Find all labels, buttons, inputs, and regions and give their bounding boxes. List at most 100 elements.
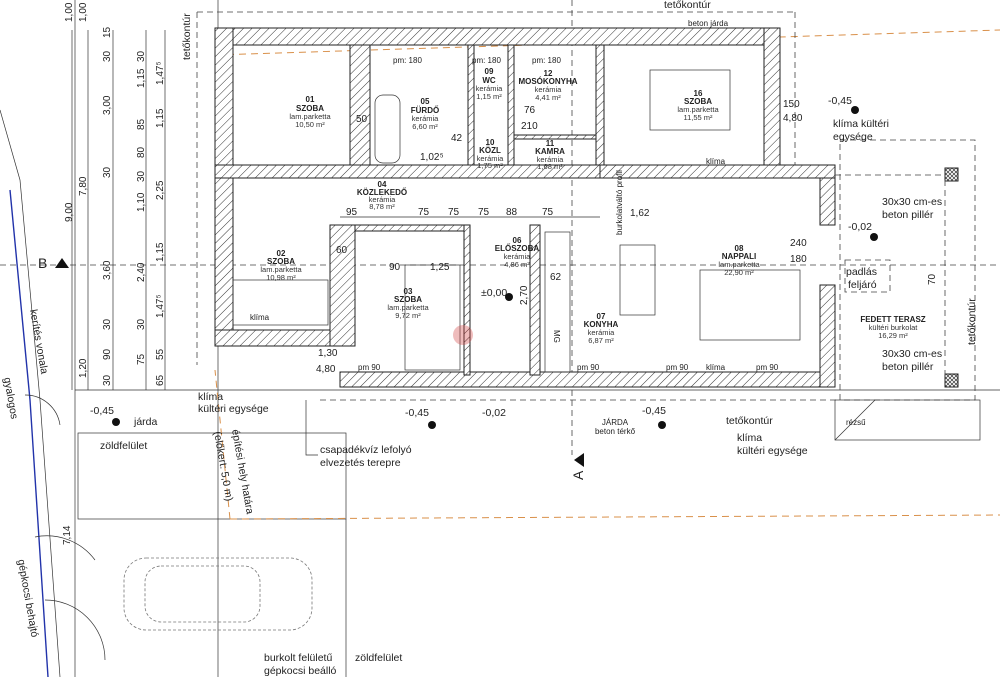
concrete-walk-label: beton járda [688,19,729,28]
roof-outline-label: tetőkontúr [664,0,711,11]
pillar-label: beton pillér [882,209,934,221]
room-07: 07 KONYHA kerámia 6,87 m² [584,312,619,345]
ac-label: klíma [706,157,726,166]
dim-label: 75 [448,207,460,218]
walk-label: beton térkő [595,427,636,436]
mg-label: MG [552,330,561,343]
dim-label: 1,00 [78,2,89,22]
room-name: SZOBA [296,104,324,113]
pillar [944,167,959,182]
room-number: 09 [485,67,494,76]
section-b-arrow [55,258,69,268]
terrace: FEDETT TERASZ kültéri burkolat 16,29 m² [860,315,925,340]
window-label: pm: 180 [393,56,422,65]
parking-label: gépkocsi beálló [264,665,337,677]
level-label: ±0,00 [481,287,507,299]
watermark-logo [453,325,473,345]
walk-label: járda [133,416,158,428]
dim-label: 1,02⁵ [420,152,444,163]
room-name: SZOBA [267,257,295,266]
dim-label: 2,40 [136,262,147,282]
room-area: 4,86 m² [504,260,530,269]
room-05: 05 FÜRDŐ kerámia 6,60 m² [411,97,439,131]
dim-label: 30 [102,318,113,330]
level-marker [505,293,513,301]
section-a-arrow [574,453,584,467]
level-marker [870,233,878,241]
room-floor: kerámia [537,155,565,164]
dim-label: 3,00 [102,95,113,115]
building-limit-line [229,514,1000,520]
ac-unit-label: klíma [198,391,223,403]
wall-top [214,27,781,46]
rainwater-label: csapadékvíz lefolyó [320,444,412,456]
room-area: 10,50 m² [295,120,325,129]
dim-label: 30 [102,374,113,386]
window-label: pm: 180 [472,56,501,65]
dim-label: 30 [136,170,147,182]
fence-label: kerítés vonala [27,308,50,375]
dining-table [619,244,656,316]
dim-label: 75 [136,353,147,365]
room-number: 02 [277,249,286,258]
room-floor: kerámia [477,154,505,163]
roof-outline-label: tetőkontúr [726,415,773,427]
dim-label: 2,70 [519,285,530,305]
level-marker [112,418,120,426]
pillar-label: 30x30 cm-es [882,196,942,208]
room-floor: kerámia [412,114,440,123]
dim-label: 80 [136,146,147,158]
section-a-marker: A [570,470,586,480]
dim-label: 4,80 [783,113,803,124]
room-name: KÖZLEKEDŐ [357,188,407,197]
room-area: 4,41 m² [535,93,561,102]
room-area: 1,68 m² [537,162,563,171]
slope-label: rézsű [846,418,866,427]
room-floor: kerámia [476,84,504,93]
dim-label: 3,60 [102,260,113,280]
walls [214,27,959,388]
room-number: 01 [306,95,315,104]
room-number: 12 [544,69,553,78]
gate-width: 7,14 [62,525,73,545]
sofa [699,269,801,341]
dim-label: 55 [155,348,166,360]
room-floor: lam.parketta [718,260,760,269]
room-09: 09 WC kerámia 1,15 m² [476,67,504,101]
pedestrian-gate [24,394,61,426]
wall-left [214,27,234,347]
dim-label: 90 [389,262,401,273]
dim-label: 1,47⁵ [155,294,166,318]
attic-hatch [844,259,891,293]
kitchen-counter [544,231,571,373]
ac-unit-label: egysége [833,131,873,143]
room-16: 16 SZOBA lam.parketta 11,55 m² [677,89,719,122]
room-floor: lam.parketta [677,105,719,114]
dim-label: 42 [451,133,463,144]
dim-label: 65 [155,374,166,386]
window-label: pm: 180 [532,56,561,65]
dim-label: 75 [478,207,490,218]
room-area: 16,29 m² [878,331,908,340]
dim-label: 150 [783,99,800,110]
room-floor: kültéri burkolat [869,323,919,332]
dimension-lines: 1,00 9,00 1,00 7,80 1,20 15 30 3,00 30 3… [64,2,938,390]
dim-label: 90 [102,348,113,360]
dim-label: 1,20 [78,358,89,378]
profile-label: burkolatváltó profil [615,170,624,235]
room-10: 10 KÖZL kerámia 1,75 m² [477,138,505,170]
bed [232,279,329,326]
room-area: 6,87 m² [588,336,614,345]
dim-label: 4,80 [316,364,336,375]
dim-label: 95 [346,207,358,218]
pedestrian-label: gyalogos [1,376,20,419]
level-label: -0,02 [482,407,506,419]
fence-line [9,189,49,677]
roof-outline-label: tetőkontúr [966,298,978,345]
dim-label: 7,80 [78,176,89,196]
ac-unit-label: klíma kültéri [833,118,889,130]
level-marks: ±0,00 -0,45 -0,02 -0,45 -0,45 -0,02 -0,4… [90,95,878,429]
dim-label: 1,15 [155,108,166,128]
level-label: -0,45 [90,405,114,417]
